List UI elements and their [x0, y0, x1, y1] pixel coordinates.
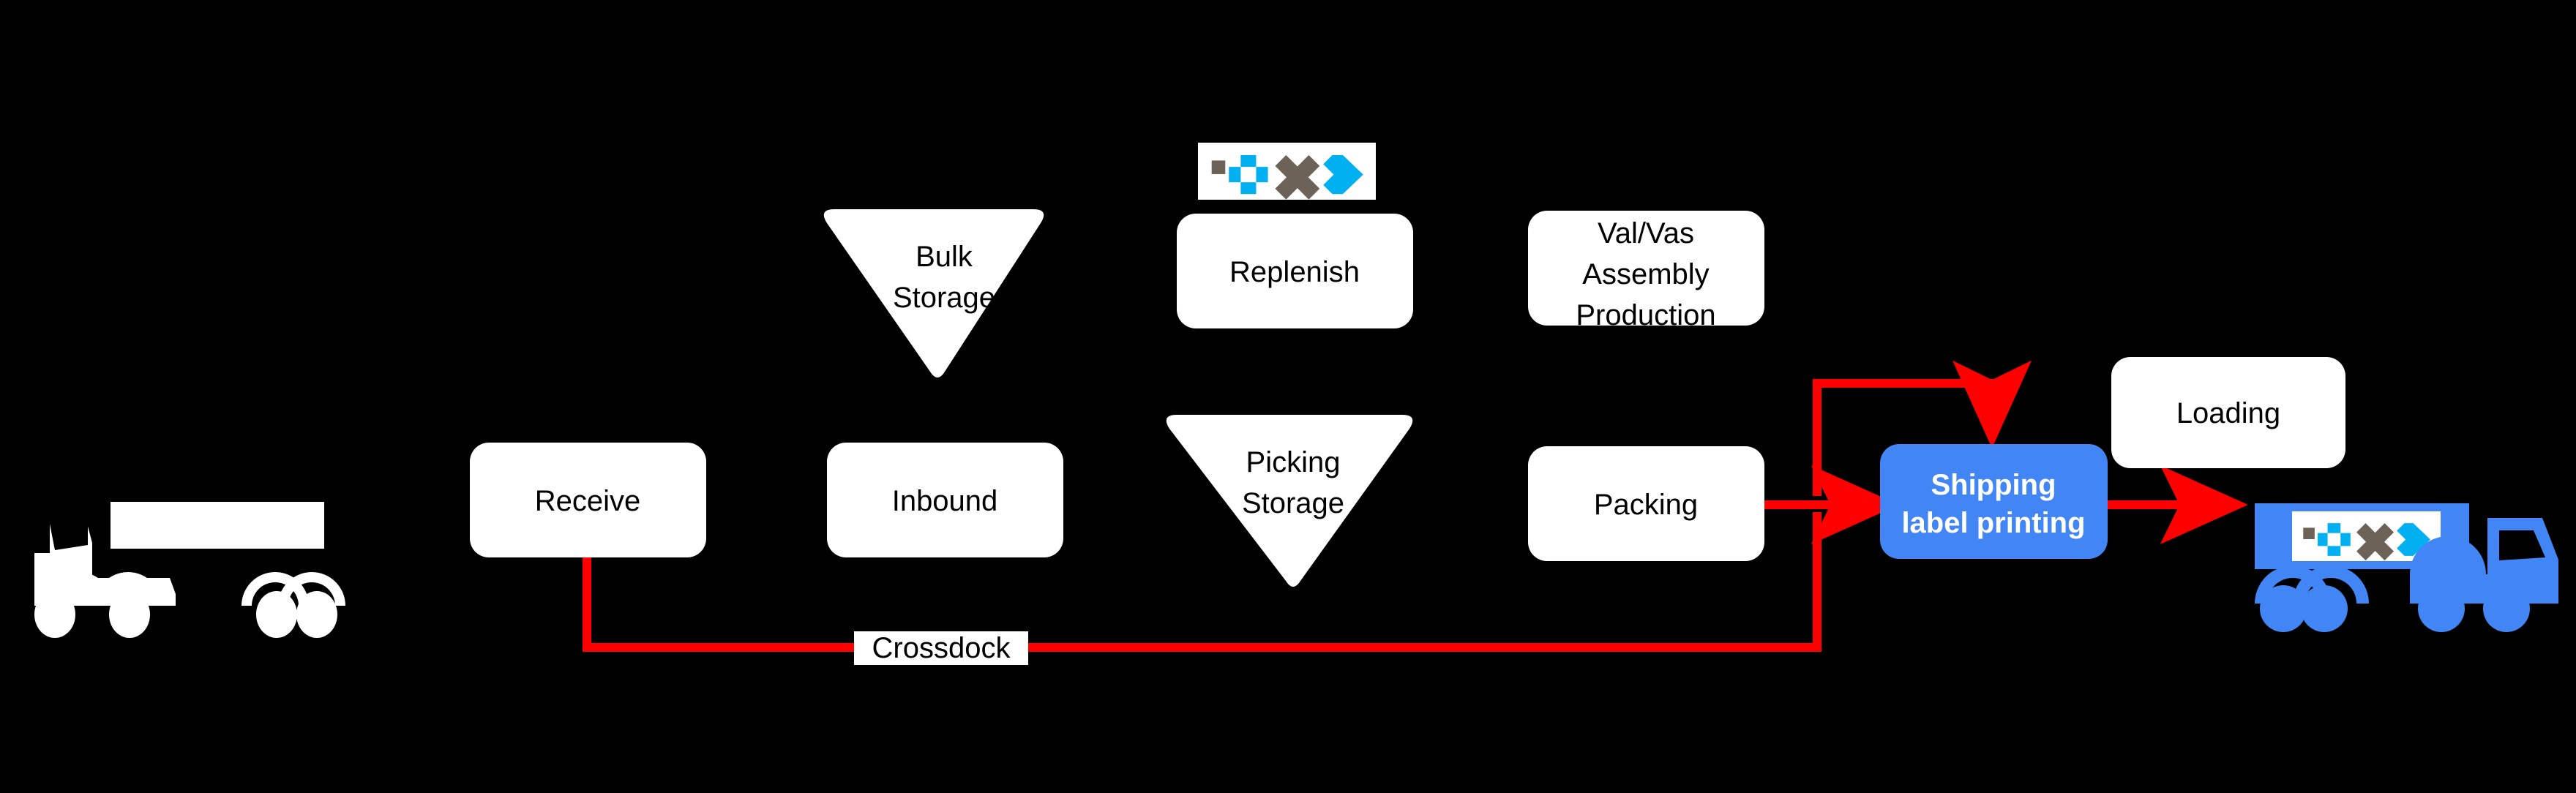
node-valvas-label-2: Assembly	[1582, 258, 1709, 290]
node-bulk-storage-label-1: Bulk	[916, 241, 973, 273]
node-replenish-label: Replenish	[1229, 256, 1360, 288]
node-inbound-label: Inbound	[892, 485, 998, 517]
company-logo-above-replenish	[1198, 143, 1376, 200]
node-valvas-assembly-production[interactable]: Val/Vas Assembly Production	[1528, 211, 1764, 331]
edge-crossdock[interactable]	[583, 360, 2032, 652]
node-picking-storage-label-1: Picking	[1246, 446, 1341, 478]
node-valvas-label-1: Val/Vas	[1598, 217, 1694, 249]
node-bulk-storage[interactable]: Bulk Storage	[823, 209, 1044, 377]
outbound-truck-icon	[2255, 503, 2558, 632]
node-replenish[interactable]: Replenish	[1177, 214, 1413, 328]
node-picking-storage-label-2: Storage	[1242, 487, 1344, 519]
flow-edges	[583, 360, 2248, 652]
node-shipping-label-printing[interactable]: Shipping label printing	[1880, 444, 2108, 559]
node-shipping-label-2: label printing	[1901, 507, 2085, 539]
inbound-truck-icon	[34, 502, 345, 638]
node-loading[interactable]: Loading	[2111, 357, 2345, 468]
node-packing[interactable]: Packing	[1528, 446, 1764, 561]
node-receive-label: Receive	[535, 485, 641, 517]
edge-label-crossdock: Crossdock	[854, 631, 1028, 665]
node-inbound[interactable]: Inbound	[827, 443, 1063, 557]
node-picking-storage[interactable]: Picking Storage	[1166, 415, 1413, 587]
edge-label-crossdock-text: Crossdock	[872, 632, 1011, 664]
node-bulk-storage-label-2: Storage	[893, 282, 995, 314]
node-loading-label: Loading	[2176, 397, 2280, 429]
node-packing-label: Packing	[1594, 489, 1698, 521]
node-receive[interactable]: Receive	[470, 443, 706, 557]
node-valvas-label-3: Production	[1576, 299, 1715, 331]
node-shipping-label-1: Shipping	[1931, 469, 2056, 501]
